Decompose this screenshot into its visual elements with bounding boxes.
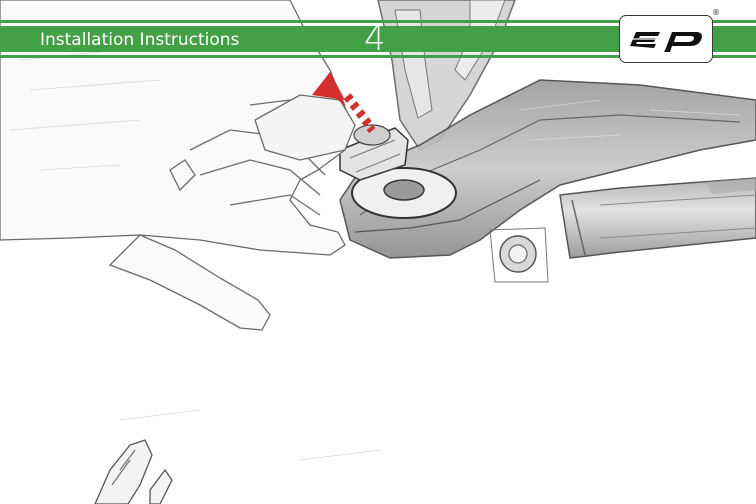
ep-logo-icon xyxy=(626,24,706,54)
handle-tube xyxy=(560,178,756,258)
pliers xyxy=(95,440,172,504)
step-number: 4 xyxy=(364,20,386,58)
registered-mark: ® xyxy=(712,8,720,17)
brand-logo xyxy=(619,15,713,63)
page-title: Installation Instructions xyxy=(40,29,239,51)
